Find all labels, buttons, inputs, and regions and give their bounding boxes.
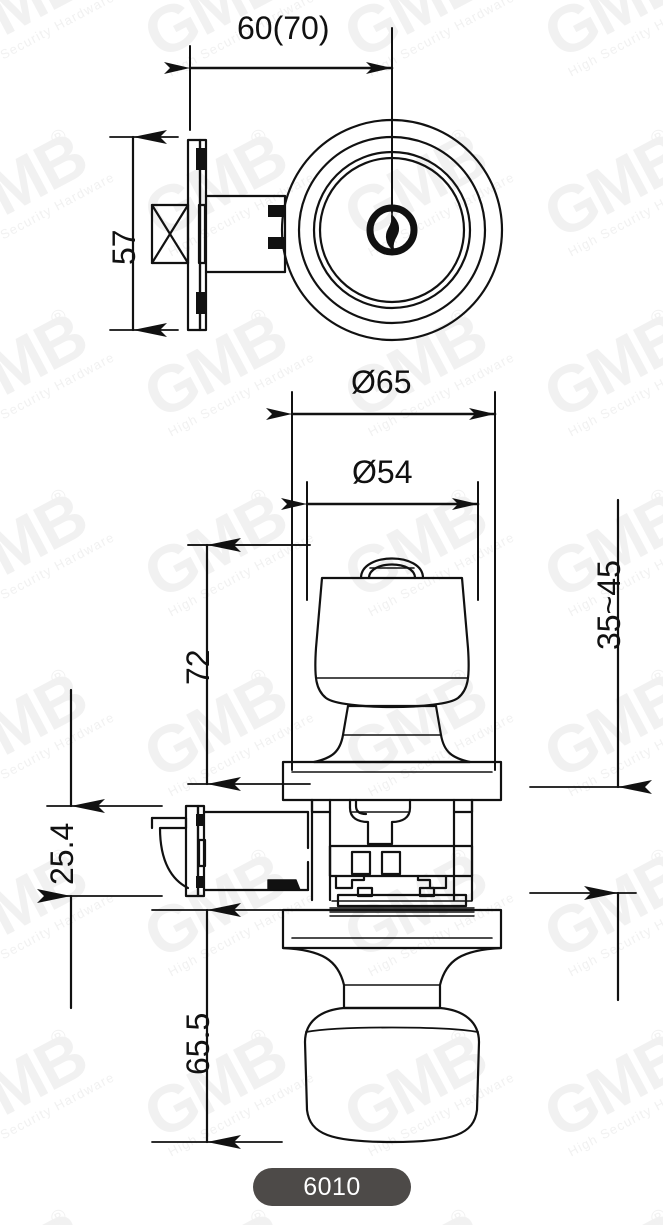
- dim-label-lower-knob-projection: 65.5: [180, 1012, 216, 1075]
- dim-label-knob-diameter: Ø54: [352, 454, 413, 490]
- dim-label-latch-face-height: 57: [106, 229, 142, 265]
- dim-label-door-thickness-range: 35~45: [591, 560, 627, 650]
- dim-label-backset: 60(70): [237, 10, 330, 46]
- dim-label-rose-outer-diameter: Ø65: [351, 364, 412, 400]
- model-number-badge: 6010: [253, 1168, 411, 1206]
- dim-label-upper-knob-projection: 72: [180, 649, 216, 685]
- dim-label-latch-bore-height: 25.4: [44, 822, 80, 885]
